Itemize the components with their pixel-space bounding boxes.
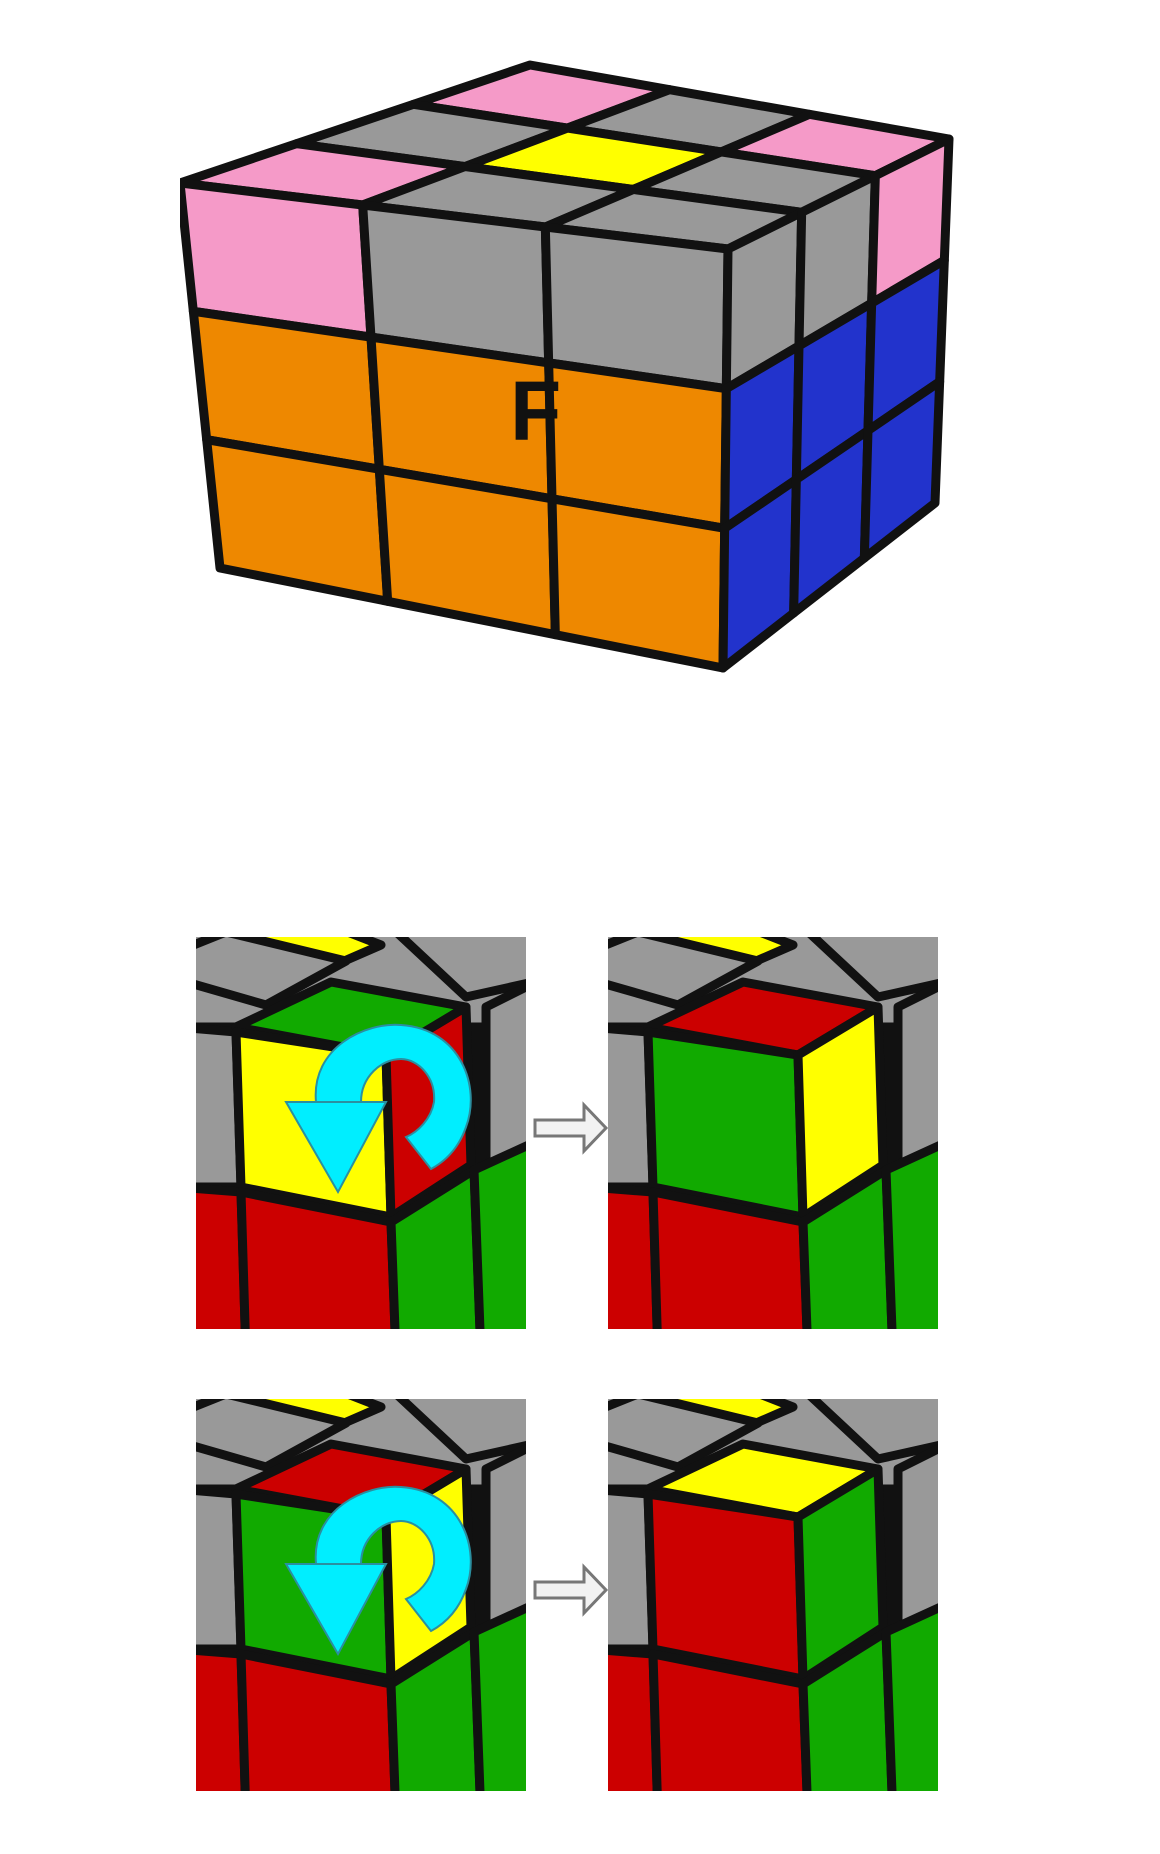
front-face-sticker-2-0 [202, 435, 393, 606]
top-left-sticker [608, 1399, 763, 1472]
right-face-sticker-2-2 [859, 377, 945, 563]
mid-front-sticker [236, 1187, 400, 1329]
right-top-sticker [481, 981, 526, 1178]
top-back-sticker [395, 1399, 526, 1464]
mid-left-sticker [196, 1646, 250, 1791]
front-face-sticker-2-1 [374, 464, 560, 640]
front-face [180, 178, 733, 673]
right-top-sticker [481, 1443, 526, 1640]
front-face-sticker-2-2 [547, 494, 730, 673]
mid-front-sticker [648, 1649, 812, 1791]
mid-right-sticker [798, 1627, 897, 1791]
corner-right-sticker [793, 1002, 888, 1222]
right-arrow-icon [533, 1563, 609, 1617]
corner-front-sticker [643, 1489, 808, 1684]
step-2-after [608, 1399, 938, 1791]
mid-front-sticker [648, 1187, 812, 1329]
top-back-sticker [395, 937, 526, 1002]
mid-far-right-sticker [469, 1603, 526, 1791]
top-back-sticker [807, 937, 938, 1002]
right-arrow-icon [533, 1101, 609, 1155]
mid-far-right-sticker [881, 1603, 938, 1791]
face-label-f: F [510, 364, 561, 458]
mid-far-right-sticker [469, 1141, 526, 1329]
top-left-sticker [196, 1399, 351, 1472]
corner-front-sticker [643, 1027, 808, 1222]
mid-far-right-sticker [881, 1141, 938, 1329]
corner-right-sticker [793, 1464, 888, 1684]
counterclockwise-twist-icon [284, 1485, 472, 1657]
right-face [718, 134, 954, 673]
right-top-sticker [893, 1443, 938, 1640]
top-left-sticker [608, 937, 763, 1010]
mid-left-sticker [608, 1184, 662, 1329]
mid-right-sticker [386, 1627, 485, 1791]
step-1-before [196, 937, 526, 1329]
top-face [180, 60, 954, 254]
right-top-sticker [893, 981, 938, 1178]
top-left-sticker [196, 937, 351, 1010]
counterclockwise-twist-icon [284, 1023, 472, 1195]
mid-right-sticker [798, 1165, 897, 1329]
mid-left-sticker [196, 1184, 250, 1329]
mid-right-sticker [386, 1165, 485, 1329]
mid-front-sticker [236, 1649, 400, 1791]
mid-left-sticker [608, 1646, 662, 1791]
main-cube: F [180, 60, 954, 673]
top-back-sticker [807, 1399, 938, 1464]
step-2-before [196, 1399, 526, 1791]
step-1-after [608, 937, 938, 1329]
